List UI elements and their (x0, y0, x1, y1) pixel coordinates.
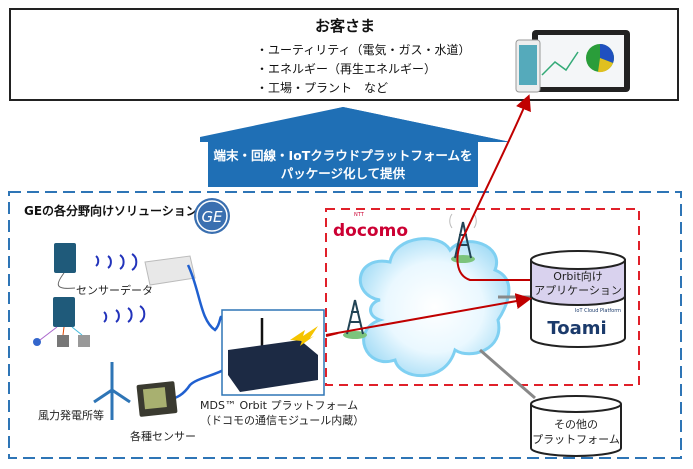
package-arrow-line1: 端末・回線・IoTクラウドプラットフォームを (214, 148, 473, 163)
router-label: （ドコモの通信モジュール内蔵） (200, 413, 364, 427)
customer-item: ・エネルギー（再生エネルギー） (256, 62, 436, 76)
package-arrow-line2: パッケージ化して提供 (281, 166, 406, 181)
toami-logo: Toami (547, 318, 606, 339)
gateway-device-icon (144, 255, 196, 286)
data-flow-arrow-tail (325, 332, 339, 337)
toami-caption: IoT Cloud Platform (575, 308, 621, 314)
orbit-toami-platform[interactable]: Orbit向け アプリケーション IoT Cloud Platform Toam… (530, 250, 626, 348)
orbit-app-label: Orbit向け (553, 269, 603, 283)
tablet-dashboard-icon (515, 30, 630, 93)
other-platform-label: その他の (554, 418, 598, 431)
docomo-region (325, 208, 640, 386)
lightning-icon (290, 326, 318, 346)
wind-turbine-icon (93, 362, 131, 420)
svg-text:GE: GE (201, 208, 223, 226)
orbit-app-label: アプリケーション (534, 284, 622, 297)
ge-logo: GE (194, 198, 230, 234)
sensor-data-label: センサーデータ (76, 283, 153, 297)
other-platform[interactable]: その他の プラットフォーム (530, 395, 622, 457)
docomo-ntt: NTT (354, 212, 365, 218)
data-flow-arrow (325, 293, 532, 336)
connector-line (479, 348, 536, 400)
wind-label: 風力発電所等 (38, 408, 104, 422)
docomo-network-cloud (358, 237, 511, 378)
sensor-device-icon (33, 297, 90, 347)
sensor-panel-icon (136, 381, 178, 417)
docomo-logo: docomo (333, 221, 408, 241)
sensor-device-icon (54, 243, 76, 289)
customer-item: ・ユーティリティ（電気・ガス・水道） (256, 42, 471, 57)
wireless-signal-icon (103, 305, 146, 323)
data-flow-arrow (456, 94, 531, 281)
other-platform-label: プラットフォーム (532, 433, 620, 446)
customer-item: ・工場・プラント など (256, 81, 388, 95)
cell-tower-icon (343, 299, 367, 339)
ge-section-title: GEの各分野向けソリューション (24, 203, 198, 218)
package-arrow: 端末・回線・IoTクラウドプラットフォームを パッケージ化して提供 (200, 107, 510, 187)
mds-orbit-router[interactable] (221, 309, 325, 396)
sensors-label: 各種センサー (130, 429, 196, 443)
router-label: MDS™ Orbit プラットフォーム (200, 399, 358, 412)
customers-title: お客さま (315, 17, 375, 35)
wireless-signal-icon (95, 253, 138, 271)
ge-solution-region (8, 191, 682, 459)
